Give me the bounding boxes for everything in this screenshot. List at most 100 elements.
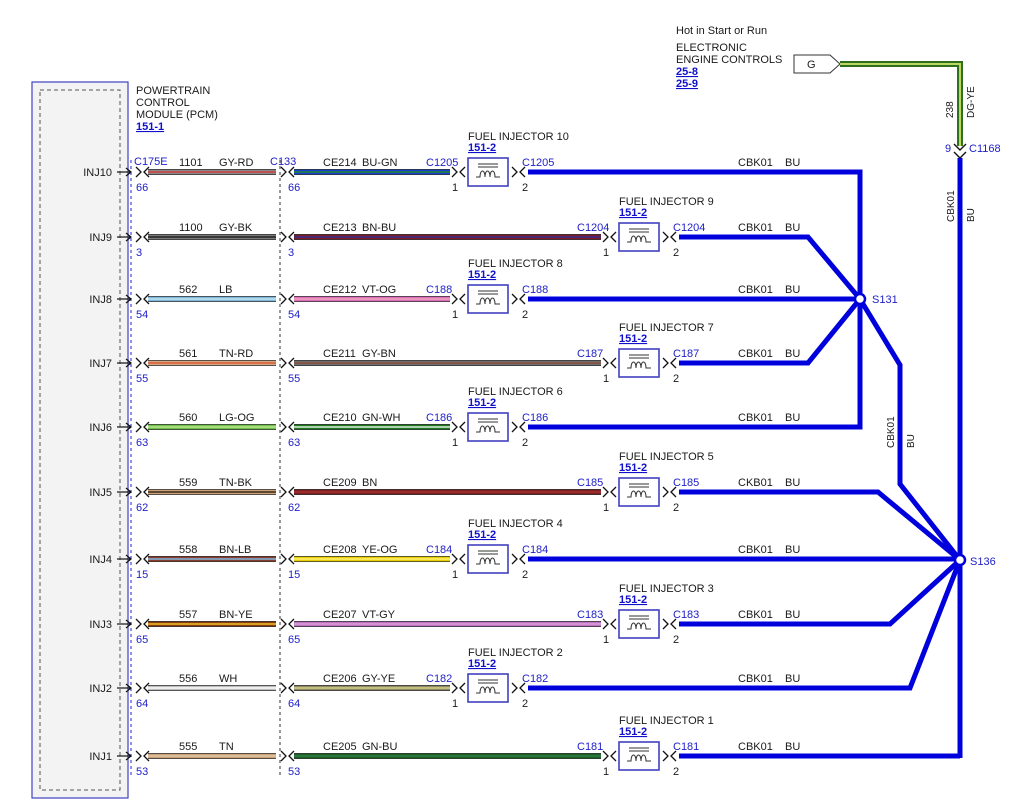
- fuel-injector-box[interactable]: [618, 477, 660, 507]
- fuel-injector-box[interactable]: [618, 348, 660, 378]
- injector-output-arrows: [662, 750, 677, 762]
- return-wire-C1204[interactable]: [679, 234, 862, 301]
- injector-output-arrows: [511, 166, 526, 178]
- c1168-pin: 9: [945, 143, 951, 155]
- wire-color-code: LG-OG: [219, 412, 254, 424]
- fuel-injector-box[interactable]: [467, 157, 509, 187]
- fuel-injector-ref-link[interactable]: 151-2: [468, 269, 496, 281]
- wire-color-code: GN-BU: [362, 741, 398, 753]
- eec-ref-link-2[interactable]: 25-9: [676, 78, 698, 90]
- fuel-injector-title: FUEL INJECTOR 10: [468, 131, 569, 143]
- fuel-injector-ref-link[interactable]: 151-2: [468, 529, 496, 541]
- wire-circuit-number: 560: [179, 412, 197, 424]
- wire-color-code: GY-RD: [219, 157, 253, 169]
- g-connector[interactable]: [793, 54, 841, 74]
- wire-color-code: GY-BN: [362, 348, 396, 360]
- fuel-injector-ref-link[interactable]: 151-2: [619, 333, 647, 345]
- feed-circuit-number: 238: [945, 101, 956, 118]
- fuel-injector-ref-link[interactable]: 151-2: [468, 397, 496, 409]
- return-wire-C183[interactable]: [679, 558, 962, 627]
- return-wire-C186[interactable]: [528, 299, 863, 430]
- pcm-title-line3: MODULE (PCM): [136, 109, 218, 121]
- wire-circuit-number: CE212: [323, 284, 357, 296]
- fuel-injector-box[interactable]: [467, 284, 509, 314]
- fuel-injector-title: FUEL INJECTOR 9: [619, 196, 714, 208]
- injector-pin-2: 2: [673, 766, 679, 778]
- pcm-pin-label: INJ5: [89, 487, 112, 499]
- injector-connector-right: C188: [522, 284, 548, 296]
- wire-circuit-number: CE208: [323, 544, 357, 556]
- pcm-pin-number: 62: [136, 502, 148, 514]
- fuel-injector-ref-link[interactable]: 151-2: [619, 207, 647, 219]
- wire-color-code: GY-YE: [362, 673, 395, 685]
- s131-s136-link[interactable]: [857, 297, 962, 562]
- return-wire-C182[interactable]: [528, 559, 963, 691]
- return-color-code: BU: [785, 157, 800, 169]
- fuel-injector-ref-link[interactable]: 151-2: [468, 142, 496, 154]
- injector-pin-1: 1: [603, 502, 609, 514]
- return-wire-C187[interactable]: [679, 297, 862, 366]
- bus-color-label: BU: [966, 208, 977, 222]
- wire-circuit-number: CE209: [323, 477, 357, 489]
- return-color-code: BU: [785, 284, 800, 296]
- injector-output-arrows: [662, 618, 677, 630]
- return-color-code: BU: [785, 477, 800, 489]
- feed-wire-dg-ye[interactable]: [840, 61, 963, 146]
- fuel-injector-box[interactable]: [467, 412, 509, 442]
- splice-s136[interactable]: [953, 553, 967, 567]
- wire-color-code: TN: [219, 741, 234, 753]
- pcm-module[interactable]: [31, 81, 129, 799]
- mid-connector-label: C133: [270, 156, 296, 168]
- wire-circuit-number: 557: [179, 609, 197, 621]
- pcm-side-connector-arrows: [135, 618, 150, 630]
- fuel-injector-ref-link[interactable]: 151-2: [619, 594, 647, 606]
- pcm-side-connector-arrows: [135, 166, 150, 178]
- return-circuit-number: CBK01: [738, 741, 773, 753]
- return-circuit-number: CBK01: [738, 222, 773, 234]
- pcm-pin-label: INJ2: [89, 683, 112, 695]
- return-circuit-number: CBK01: [738, 609, 773, 621]
- wire-color-code: BN: [362, 477, 377, 489]
- splice-s131[interactable]: [853, 292, 867, 306]
- injector-pin-2: 2: [522, 698, 528, 710]
- hot-in-start-run: Hot in Start or Run: [676, 25, 767, 37]
- fuel-injector-ref-link[interactable]: 151-2: [619, 726, 647, 738]
- fuel-injector-ref-link[interactable]: 151-2: [468, 658, 496, 670]
- return-circuit-number: CKB01: [738, 477, 773, 489]
- pcm-side-connector-arrows: [135, 231, 150, 243]
- fuel-injector-box[interactable]: [618, 741, 660, 771]
- pcm-title-line1: POWERTRAIN: [136, 85, 210, 97]
- injector-connector-arrows: [451, 293, 466, 305]
- wire-color-code: TN-BK: [219, 477, 253, 489]
- injector-output-arrows: [511, 553, 526, 565]
- fuel-injector-box[interactable]: [618, 609, 660, 639]
- wire-circuit-number: CE206: [323, 673, 357, 685]
- fuel-injector-box[interactable]: [618, 222, 660, 252]
- injector-connector-right: C181: [673, 741, 699, 753]
- eec-ref-link-1[interactable]: 25-8: [676, 66, 698, 78]
- mid-connector-pin: 65: [288, 634, 300, 646]
- mid-connector-arrows: [280, 618, 295, 630]
- injector-connector-arrows: [602, 618, 617, 630]
- injector-pin-1: 1: [452, 437, 458, 449]
- return-wire-C185[interactable]: [679, 489, 962, 562]
- return-circuit-number: CBK01: [738, 348, 773, 360]
- g-connector-label: G: [807, 59, 816, 71]
- injector-connector-right: C185: [673, 477, 699, 489]
- pcm-pin-label: INJ8: [89, 294, 112, 306]
- fuel-injector-ref-link[interactable]: 151-2: [619, 462, 647, 474]
- mid-connector-arrows: [280, 421, 295, 433]
- fuel-injector-box[interactable]: [467, 544, 509, 574]
- return-wire-C1205[interactable]: [528, 169, 863, 299]
- wire-color-code: GN-WH: [362, 412, 401, 424]
- splice-s136-label: S136: [970, 556, 996, 568]
- link-color-label: BU: [906, 434, 917, 448]
- mid-connector-arrows: [280, 166, 295, 178]
- pcm-ref-link[interactable]: 151-1: [136, 121, 164, 133]
- mid-connector-arrows: [280, 553, 295, 565]
- fuel-injector-title: FUEL INJECTOR 2: [468, 647, 563, 659]
- fuel-injector-box[interactable]: [467, 673, 509, 703]
- injector-pin-1: 1: [452, 569, 458, 581]
- pcm-pin-label: INJ10: [83, 167, 112, 179]
